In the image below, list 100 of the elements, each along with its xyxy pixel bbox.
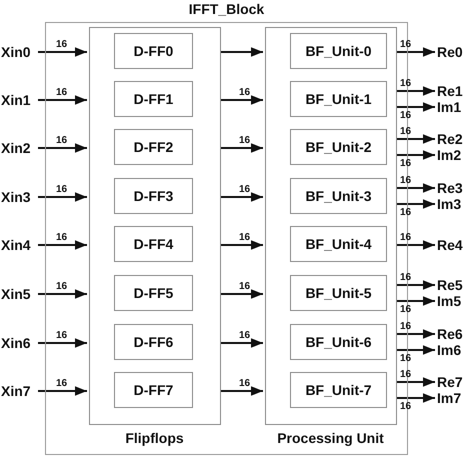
arrow bbox=[397, 102, 435, 112]
arrow bbox=[38, 192, 87, 202]
bus-width-label: 16 bbox=[400, 304, 412, 315]
arrow bbox=[397, 345, 435, 355]
signal-label: Re4 bbox=[437, 236, 473, 254]
arrow bbox=[38, 240, 87, 250]
box-label: BF_Unit-0 bbox=[305, 43, 372, 59]
butterfly-unit-box bbox=[290, 81, 387, 117]
arrow bbox=[397, 183, 435, 193]
group-label: Processing Unit bbox=[276, 430, 385, 446]
signal-label: Re6 bbox=[437, 325, 473, 343]
box-label: BF_Unit-2 bbox=[305, 139, 372, 155]
signal-label: Im7 bbox=[437, 389, 473, 407]
signal-label: Re1 bbox=[437, 82, 473, 100]
signal-label: Im3 bbox=[437, 195, 473, 213]
arrow bbox=[397, 199, 435, 209]
signal-label: Xin0 bbox=[1, 43, 38, 61]
box-label: BF_Unit-3 bbox=[305, 188, 372, 204]
box-label: BF_Unit-4 bbox=[305, 236, 372, 252]
signal-label: Re0 bbox=[437, 43, 473, 61]
signal-label: Re3 bbox=[437, 179, 473, 197]
arrow bbox=[38, 47, 87, 57]
box-label: BF_Unit-1 bbox=[305, 91, 372, 107]
bus-width-label: 16 bbox=[56, 135, 68, 146]
box-label: D-FF1 bbox=[134, 91, 174, 107]
butterfly-unit-box bbox=[290, 33, 387, 69]
signal-label: Xin2 bbox=[1, 139, 38, 157]
signal-label: Xin5 bbox=[1, 285, 38, 303]
arrow bbox=[38, 95, 87, 105]
bus-width-label: 16 bbox=[400, 369, 412, 380]
arrow bbox=[397, 280, 435, 290]
bus-width-label: 16 bbox=[400, 272, 412, 283]
signal-label: Re5 bbox=[437, 276, 473, 294]
flipflop-box bbox=[114, 275, 193, 311]
signal-label: Im1 bbox=[437, 98, 473, 116]
signal-label: Xin6 bbox=[1, 334, 38, 352]
signal-label: Im5 bbox=[437, 292, 473, 310]
bus-width-label: 16 bbox=[56, 281, 68, 292]
signal-label: Im2 bbox=[437, 146, 473, 164]
bus-width-label: 16 bbox=[239, 281, 250, 292]
bus-width-label: 16 bbox=[400, 110, 412, 121]
box-label: D-FF2 bbox=[134, 139, 174, 155]
flipflop-box bbox=[114, 33, 193, 69]
box-label: D-FF6 bbox=[134, 334, 174, 350]
bus-width-label: 16 bbox=[400, 175, 412, 186]
signal-label: Xin1 bbox=[1, 91, 38, 109]
bus-width-label: 16 bbox=[56, 330, 68, 341]
arrow bbox=[38, 143, 87, 153]
arrow bbox=[38, 338, 87, 348]
bus-width-label: 16 bbox=[400, 232, 412, 243]
arrow bbox=[221, 338, 263, 348]
arrow bbox=[221, 240, 263, 250]
butterfly-unit-box bbox=[290, 324, 387, 360]
bus-width-label: 16 bbox=[400, 126, 412, 137]
arrow bbox=[397, 377, 435, 387]
bus-width-label: 16 bbox=[400, 321, 412, 332]
bus-width-label: 16 bbox=[400, 353, 412, 364]
signal-label: Re7 bbox=[437, 373, 473, 391]
butterfly-unit-box bbox=[290, 178, 387, 214]
flipflop-box bbox=[114, 324, 193, 360]
bus-width-label: 16 bbox=[400, 78, 412, 89]
arrow bbox=[397, 150, 435, 160]
flipflop-box bbox=[114, 81, 193, 117]
bus-width-label: 16 bbox=[239, 232, 250, 243]
butterfly-unit-box bbox=[290, 226, 387, 262]
arrow bbox=[397, 296, 435, 306]
signal-label: Re2 bbox=[437, 130, 473, 148]
arrow bbox=[397, 329, 435, 339]
bus-width-label: 16 bbox=[239, 87, 250, 98]
butterfly-unit-box bbox=[290, 372, 387, 408]
signal-label: Xin3 bbox=[1, 188, 38, 206]
flipflop-box bbox=[114, 372, 193, 408]
butterfly-unit-box bbox=[290, 129, 387, 165]
bus-width-label: 16 bbox=[400, 401, 412, 412]
block-title: IFFT_Block bbox=[188, 1, 266, 17]
signal-label: Xin4 bbox=[1, 236, 38, 254]
signal-label: Im6 bbox=[437, 341, 473, 359]
bus-width-label: 16 bbox=[56, 39, 68, 50]
arrow bbox=[397, 47, 435, 57]
arrow bbox=[38, 386, 87, 396]
arrow bbox=[397, 240, 435, 250]
bus-width-label: 16 bbox=[400, 207, 412, 218]
arrow bbox=[221, 47, 263, 57]
box-label: D-FF7 bbox=[134, 382, 174, 398]
flipflop-box bbox=[114, 129, 193, 165]
arrow bbox=[397, 86, 435, 96]
box-label: BF_Unit-7 bbox=[305, 382, 372, 398]
bus-width-label: 16 bbox=[400, 158, 412, 169]
bus-width-label: 16 bbox=[56, 232, 68, 243]
bus-width-label: 16 bbox=[400, 39, 412, 50]
box-label: BF_Unit-6 bbox=[305, 334, 372, 350]
bus-width-label: 16 bbox=[56, 184, 68, 195]
signal-label: Xin7 bbox=[1, 382, 38, 400]
butterfly-unit-box bbox=[290, 275, 387, 311]
bus-width-label: 16 bbox=[56, 87, 68, 98]
bus-width-label: 16 bbox=[239, 378, 250, 389]
bus-width-label: 16 bbox=[239, 330, 250, 341]
box-label: D-FF0 bbox=[134, 43, 174, 59]
box-label: BF_Unit-5 bbox=[305, 285, 372, 301]
bus-width-label: 16 bbox=[56, 378, 68, 389]
